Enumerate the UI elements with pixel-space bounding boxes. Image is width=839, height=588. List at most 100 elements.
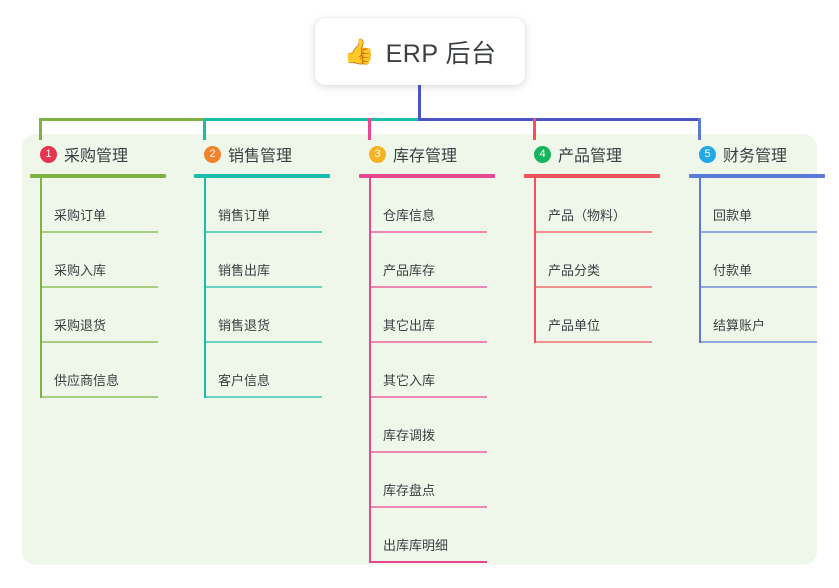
leaf-item[interactable]: 采购退货 <box>40 288 158 343</box>
leaf-item-label: 产品单位 <box>548 318 601 333</box>
leaf-item-underline <box>369 396 487 398</box>
leaf-item[interactable]: 采购入库 <box>40 233 158 288</box>
leaf-item-underline <box>40 231 158 233</box>
branch-title: 财务管理 <box>723 148 788 165</box>
root-node-card[interactable]: 👍 ERP 后台 <box>315 18 525 85</box>
leaf-item-underline <box>369 451 487 453</box>
branch-header-underline <box>194 174 330 178</box>
branch-drop-connector-3 <box>368 118 371 140</box>
leaf-item[interactable]: 库存调拨 <box>369 398 487 453</box>
bus-segment-3 <box>418 118 700 121</box>
leaf-item[interactable]: 产品库存 <box>369 233 487 288</box>
root-stem-connector <box>418 85 421 121</box>
branch-number-badge: 1 <box>40 145 57 163</box>
thumbs-up-icon: 👍 <box>343 37 375 66</box>
leaf-item-label: 付款单 <box>713 263 753 278</box>
leaf-item-label: 库存盘点 <box>383 483 436 498</box>
leaf-item-underline <box>204 286 322 288</box>
branch-header-underline <box>689 174 825 178</box>
leaf-item[interactable]: 其它入库 <box>369 343 487 398</box>
branch-number-badge: 5 <box>699 145 716 163</box>
leaf-item-underline <box>699 286 817 288</box>
leaf-item[interactable]: 销售退货 <box>204 288 322 343</box>
leaf-item[interactable]: 结算账户 <box>699 288 817 343</box>
root-node-title: ERP 后台 <box>385 39 497 68</box>
leaf-item[interactable]: 供应商信息 <box>40 343 158 398</box>
leaf-item-label: 销售订单 <box>218 208 271 223</box>
branch-trunk-line <box>699 178 701 343</box>
leaf-item-underline <box>40 396 158 398</box>
bus-segment-2 <box>203 118 420 121</box>
leaf-item-label: 结算账户 <box>713 318 766 333</box>
leaf-item-label: 销售退货 <box>218 318 271 333</box>
branch-header-underline <box>30 174 166 178</box>
leaf-item[interactable]: 库存盘点 <box>369 453 487 508</box>
leaf-item[interactable]: 回款单 <box>699 178 817 233</box>
leaf-item-underline <box>369 561 487 563</box>
branch-title: 采购管理 <box>64 148 129 165</box>
leaf-item-label: 出库库明细 <box>383 538 449 553</box>
leaf-item-label: 仓库信息 <box>383 208 436 223</box>
leaf-item-label: 客户信息 <box>218 373 271 388</box>
leaf-item[interactable]: 仓库信息 <box>369 178 487 233</box>
branch-header-1[interactable]: 1 采购管理 <box>22 134 174 174</box>
branch-number-badge: 3 <box>369 145 386 163</box>
branch-column-5: 5 财务管理回款单付款单结算账户 <box>681 134 833 343</box>
branch-number-badge: 4 <box>534 145 551 163</box>
branch-drop-connector-2 <box>203 118 206 140</box>
leaf-item-underline <box>204 341 322 343</box>
branch-drop-connector-5 <box>698 118 701 140</box>
leaf-item-underline <box>534 286 652 288</box>
leaf-item-underline <box>204 396 322 398</box>
branch-header-3[interactable]: 3 库存管理 <box>351 134 503 174</box>
branch-column-3: 3 库存管理仓库信息产品库存其它出库其它入库库存调拨库存盘点出库库明细 <box>351 134 503 563</box>
leaf-item-underline <box>40 286 158 288</box>
leaf-item-label: 采购入库 <box>54 263 107 278</box>
branch-header-underline <box>524 174 660 178</box>
leaf-item-underline <box>534 341 652 343</box>
leaf-item-label: 采购订单 <box>54 208 107 223</box>
branch-trunk-line <box>369 178 371 563</box>
leaf-item-underline <box>699 341 817 343</box>
leaf-item-underline <box>369 341 487 343</box>
branch-header-5[interactable]: 5 财务管理 <box>681 134 833 174</box>
branch-trunk-line <box>534 178 536 343</box>
branch-trunk-line <box>204 178 206 398</box>
leaf-item-label: 其它出库 <box>383 318 436 333</box>
leaf-item-underline <box>369 506 487 508</box>
leaf-item-label: 产品库存 <box>383 263 436 278</box>
leaf-item[interactable]: 销售订单 <box>204 178 322 233</box>
leaf-item[interactable]: 付款单 <box>699 233 817 288</box>
leaf-item[interactable]: 客户信息 <box>204 343 322 398</box>
leaf-item[interactable]: 其它出库 <box>369 288 487 343</box>
branch-drop-connector-4 <box>533 118 536 140</box>
leaf-item[interactable]: 产品（物料） <box>534 178 652 233</box>
branch-drop-connector-1 <box>39 118 42 140</box>
leaf-item[interactable]: 采购订单 <box>40 178 158 233</box>
leaf-item-label: 产品（物料） <box>548 208 627 223</box>
leaf-item-label: 其它入库 <box>383 373 436 388</box>
leaf-item[interactable]: 销售出库 <box>204 233 322 288</box>
leaf-item-label: 销售出库 <box>218 263 271 278</box>
leaf-item-label: 采购退货 <box>54 318 107 333</box>
branch-title: 库存管理 <box>393 148 458 165</box>
leaf-item-label: 库存调拨 <box>383 428 436 443</box>
leaf-item-underline <box>534 231 652 233</box>
bus-segment-1 <box>39 118 205 121</box>
branch-column-1: 1 采购管理采购订单采购入库采购退货供应商信息 <box>22 134 174 398</box>
branch-title: 销售管理 <box>228 148 293 165</box>
branch-trunk-line <box>40 178 42 398</box>
leaf-item-underline <box>369 231 487 233</box>
leaf-item-label: 产品分类 <box>548 263 601 278</box>
leaf-item[interactable]: 产品分类 <box>534 233 652 288</box>
leaf-item[interactable]: 产品单位 <box>534 288 652 343</box>
leaf-item[interactable]: 出库库明细 <box>369 508 487 563</box>
diagram-panel <box>22 134 817 565</box>
leaf-item-underline <box>40 341 158 343</box>
